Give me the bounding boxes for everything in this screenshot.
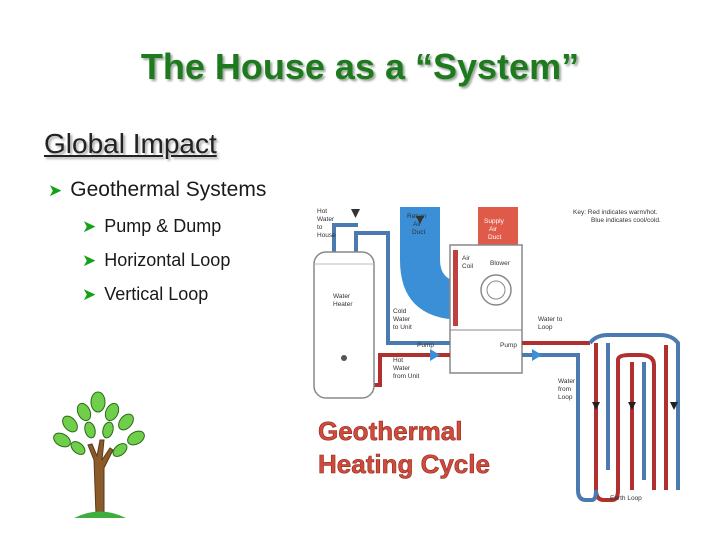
key-text: Key: Red indicates warm/hot.Blue indicat…	[573, 209, 661, 224]
label-blower: Blower	[490, 260, 511, 267]
supply-air-duct	[478, 207, 518, 245]
label-line: Cold	[393, 308, 407, 315]
arrow-bullet-icon: ➤	[82, 285, 97, 304]
sub-bullet-item: ➤ Vertical Loop	[82, 284, 266, 318]
label-line: from	[558, 386, 571, 393]
label-line: Duct	[488, 234, 502, 241]
label-line: Duct	[412, 229, 426, 236]
bullet-list: ➤ Geothermal Systems ➤ Pump & Dump ➤ Horizo…	[48, 178, 266, 318]
label-line: Loop	[538, 324, 553, 331]
arrow-bullet-icon: ➤	[82, 251, 97, 270]
label-line: Water	[393, 316, 411, 323]
cold-water-pipe	[354, 231, 450, 345]
pump-right-icon	[532, 349, 542, 361]
label-line: to Unit	[393, 324, 412, 331]
arrow-down-icon	[416, 216, 424, 224]
label-pump-left: Pump	[417, 342, 434, 349]
arrow-down-icon	[670, 402, 678, 410]
slide-title: The House as a “System”	[140, 46, 580, 87]
hot-water-pipe	[332, 223, 358, 255]
arrow-bullet-icon: ➤	[48, 181, 63, 200]
pump-left-icon	[430, 349, 440, 361]
water-from-loop-pipe	[522, 353, 580, 490]
label-pump-right: Pump	[500, 342, 517, 349]
label-line: Coil	[462, 263, 474, 270]
blower-icon	[480, 274, 512, 306]
return-air-duct	[400, 207, 460, 320]
label-line: Water to	[538, 316, 563, 323]
label-line: House	[317, 232, 336, 239]
arrow-down-icon	[592, 402, 600, 410]
label-line: Air	[489, 226, 498, 233]
sub-bullet-item: ➤ Horizontal Loop	[82, 250, 266, 284]
arrow-bullet-icon: ➤	[82, 217, 97, 236]
arrow-down-icon	[628, 402, 636, 410]
label-line: Air	[462, 255, 471, 262]
label-line: Blue indicates cool/cold.	[591, 217, 661, 224]
label-line: from Unit	[393, 373, 420, 380]
label-line: Water	[393, 365, 411, 372]
label-earth-loop: Earth Loop	[610, 495, 642, 502]
label-line: Hot	[393, 357, 403, 364]
heat-pump-unit	[449, 244, 523, 374]
bullet-text: Geothermal Systems	[70, 178, 267, 201]
label-line: Return	[407, 213, 427, 220]
sub-bullet-text: Vertical Loop	[104, 284, 209, 304]
tree-icon	[53, 391, 145, 518]
sub-bullet-text: Horizontal Loop	[104, 250, 231, 270]
label-line: Hot	[317, 208, 327, 215]
label-line: Supply	[484, 218, 505, 225]
label-line: Heater	[333, 301, 353, 308]
label-line: Loop	[558, 394, 573, 401]
arrow-down-icon	[351, 209, 360, 218]
bullet-item: ➤ Geothermal Systems	[48, 178, 266, 202]
label-line: Air	[413, 221, 422, 228]
caption-line-2: Heating Cycle	[318, 449, 490, 479]
water-heater	[313, 251, 375, 399]
sub-bullet-item: ➤ Pump & Dump	[82, 216, 266, 250]
caption-line-1: Geothermal	[318, 416, 463, 446]
label-line: to	[317, 224, 323, 231]
sub-bullet-text: Pump & Dump	[104, 216, 222, 236]
label-line: Water	[333, 293, 351, 300]
air-coil	[453, 250, 458, 326]
label-line: Water	[317, 216, 335, 223]
section-heading: Global Impact	[44, 128, 217, 159]
label-line: Key: Red indicates warm/hot.	[573, 209, 658, 216]
label-line: Water	[558, 378, 576, 385]
earth-loop	[576, 333, 680, 502]
